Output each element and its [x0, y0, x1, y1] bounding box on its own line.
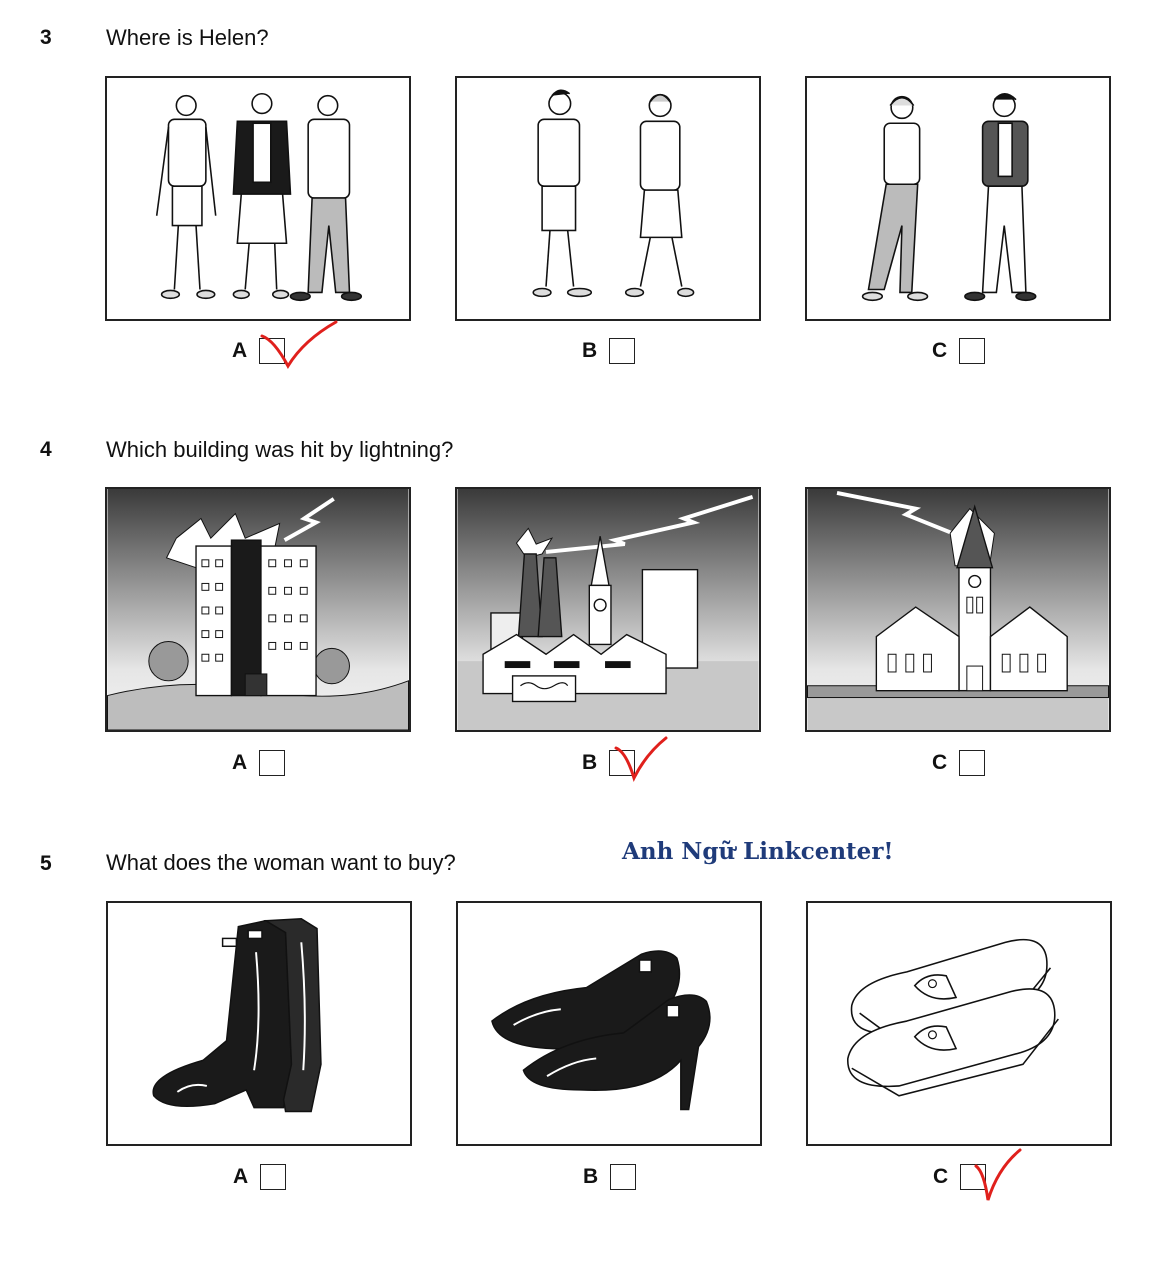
- answer-checkbox[interactable]: [259, 338, 286, 364]
- option-picture-5b[interactable]: [456, 901, 762, 1146]
- choice-3a[interactable]: A: [232, 338, 286, 364]
- choice-5a[interactable]: A: [233, 1164, 287, 1190]
- choice-5c[interactable]: C: [933, 1164, 987, 1190]
- choice-letter: A: [233, 1165, 249, 1188]
- question-text: What does the woman want to buy?: [106, 850, 456, 875]
- choice-5b[interactable]: B: [583, 1164, 637, 1190]
- question-number: 5: [40, 852, 52, 875]
- loafers-illustration: [847, 938, 1059, 1097]
- option-picture-3b[interactable]: [455, 76, 761, 321]
- choice-4a[interactable]: A: [232, 750, 286, 776]
- answer-checkbox[interactable]: [609, 750, 636, 776]
- choice-letter: C: [932, 751, 948, 774]
- tower-block-illustration: [107, 489, 409, 730]
- option-picture-5a[interactable]: [106, 901, 412, 1146]
- question-number: 4: [40, 438, 52, 461]
- answer-checkbox[interactable]: [959, 750, 986, 776]
- choice-letter: B: [583, 1165, 599, 1188]
- answer-checkbox[interactable]: [960, 1164, 987, 1190]
- answer-checkbox[interactable]: [959, 338, 986, 364]
- option-picture-4b[interactable]: [455, 487, 761, 732]
- choice-letter: A: [232, 751, 248, 774]
- option-picture-3c[interactable]: [805, 76, 1111, 321]
- church-illustration: [807, 489, 1109, 730]
- choice-4b[interactable]: B: [582, 750, 636, 776]
- choice-letter: C: [932, 339, 948, 362]
- watermark-text: Anh Ngữ Linkcenter!: [622, 838, 894, 865]
- option-picture-4a[interactable]: [105, 487, 411, 732]
- option-picture-4c[interactable]: [805, 487, 1111, 732]
- three-people-illustration: [155, 92, 363, 302]
- question-number: 3: [40, 26, 52, 49]
- choice-4c[interactable]: C: [932, 750, 986, 776]
- question-text: Which building was hit by lightning?: [106, 437, 454, 462]
- answer-checkbox[interactable]: [259, 750, 286, 776]
- choice-letter: B: [582, 751, 598, 774]
- choice-letter: B: [582, 339, 598, 362]
- woman-walking-illustration: [861, 92, 1037, 302]
- question-text: Where is Helen?: [106, 25, 269, 50]
- choice-3b[interactable]: B: [582, 338, 636, 364]
- choice-letter: C: [933, 1165, 949, 1188]
- answer-checkbox[interactable]: [260, 1164, 287, 1190]
- rubber-boots-illustration: [152, 917, 322, 1113]
- answer-checkbox[interactable]: [609, 338, 636, 364]
- choice-letter: A: [232, 339, 248, 362]
- option-picture-5c[interactable]: [806, 901, 1112, 1146]
- choice-3c[interactable]: C: [932, 338, 986, 364]
- man-and-woman-illustration: [532, 89, 695, 298]
- factory-illustration: [457, 489, 759, 730]
- option-picture-3a[interactable]: [105, 76, 411, 321]
- answer-checkbox[interactable]: [610, 1164, 637, 1190]
- high-heel-shoes-illustration: [491, 950, 711, 1111]
